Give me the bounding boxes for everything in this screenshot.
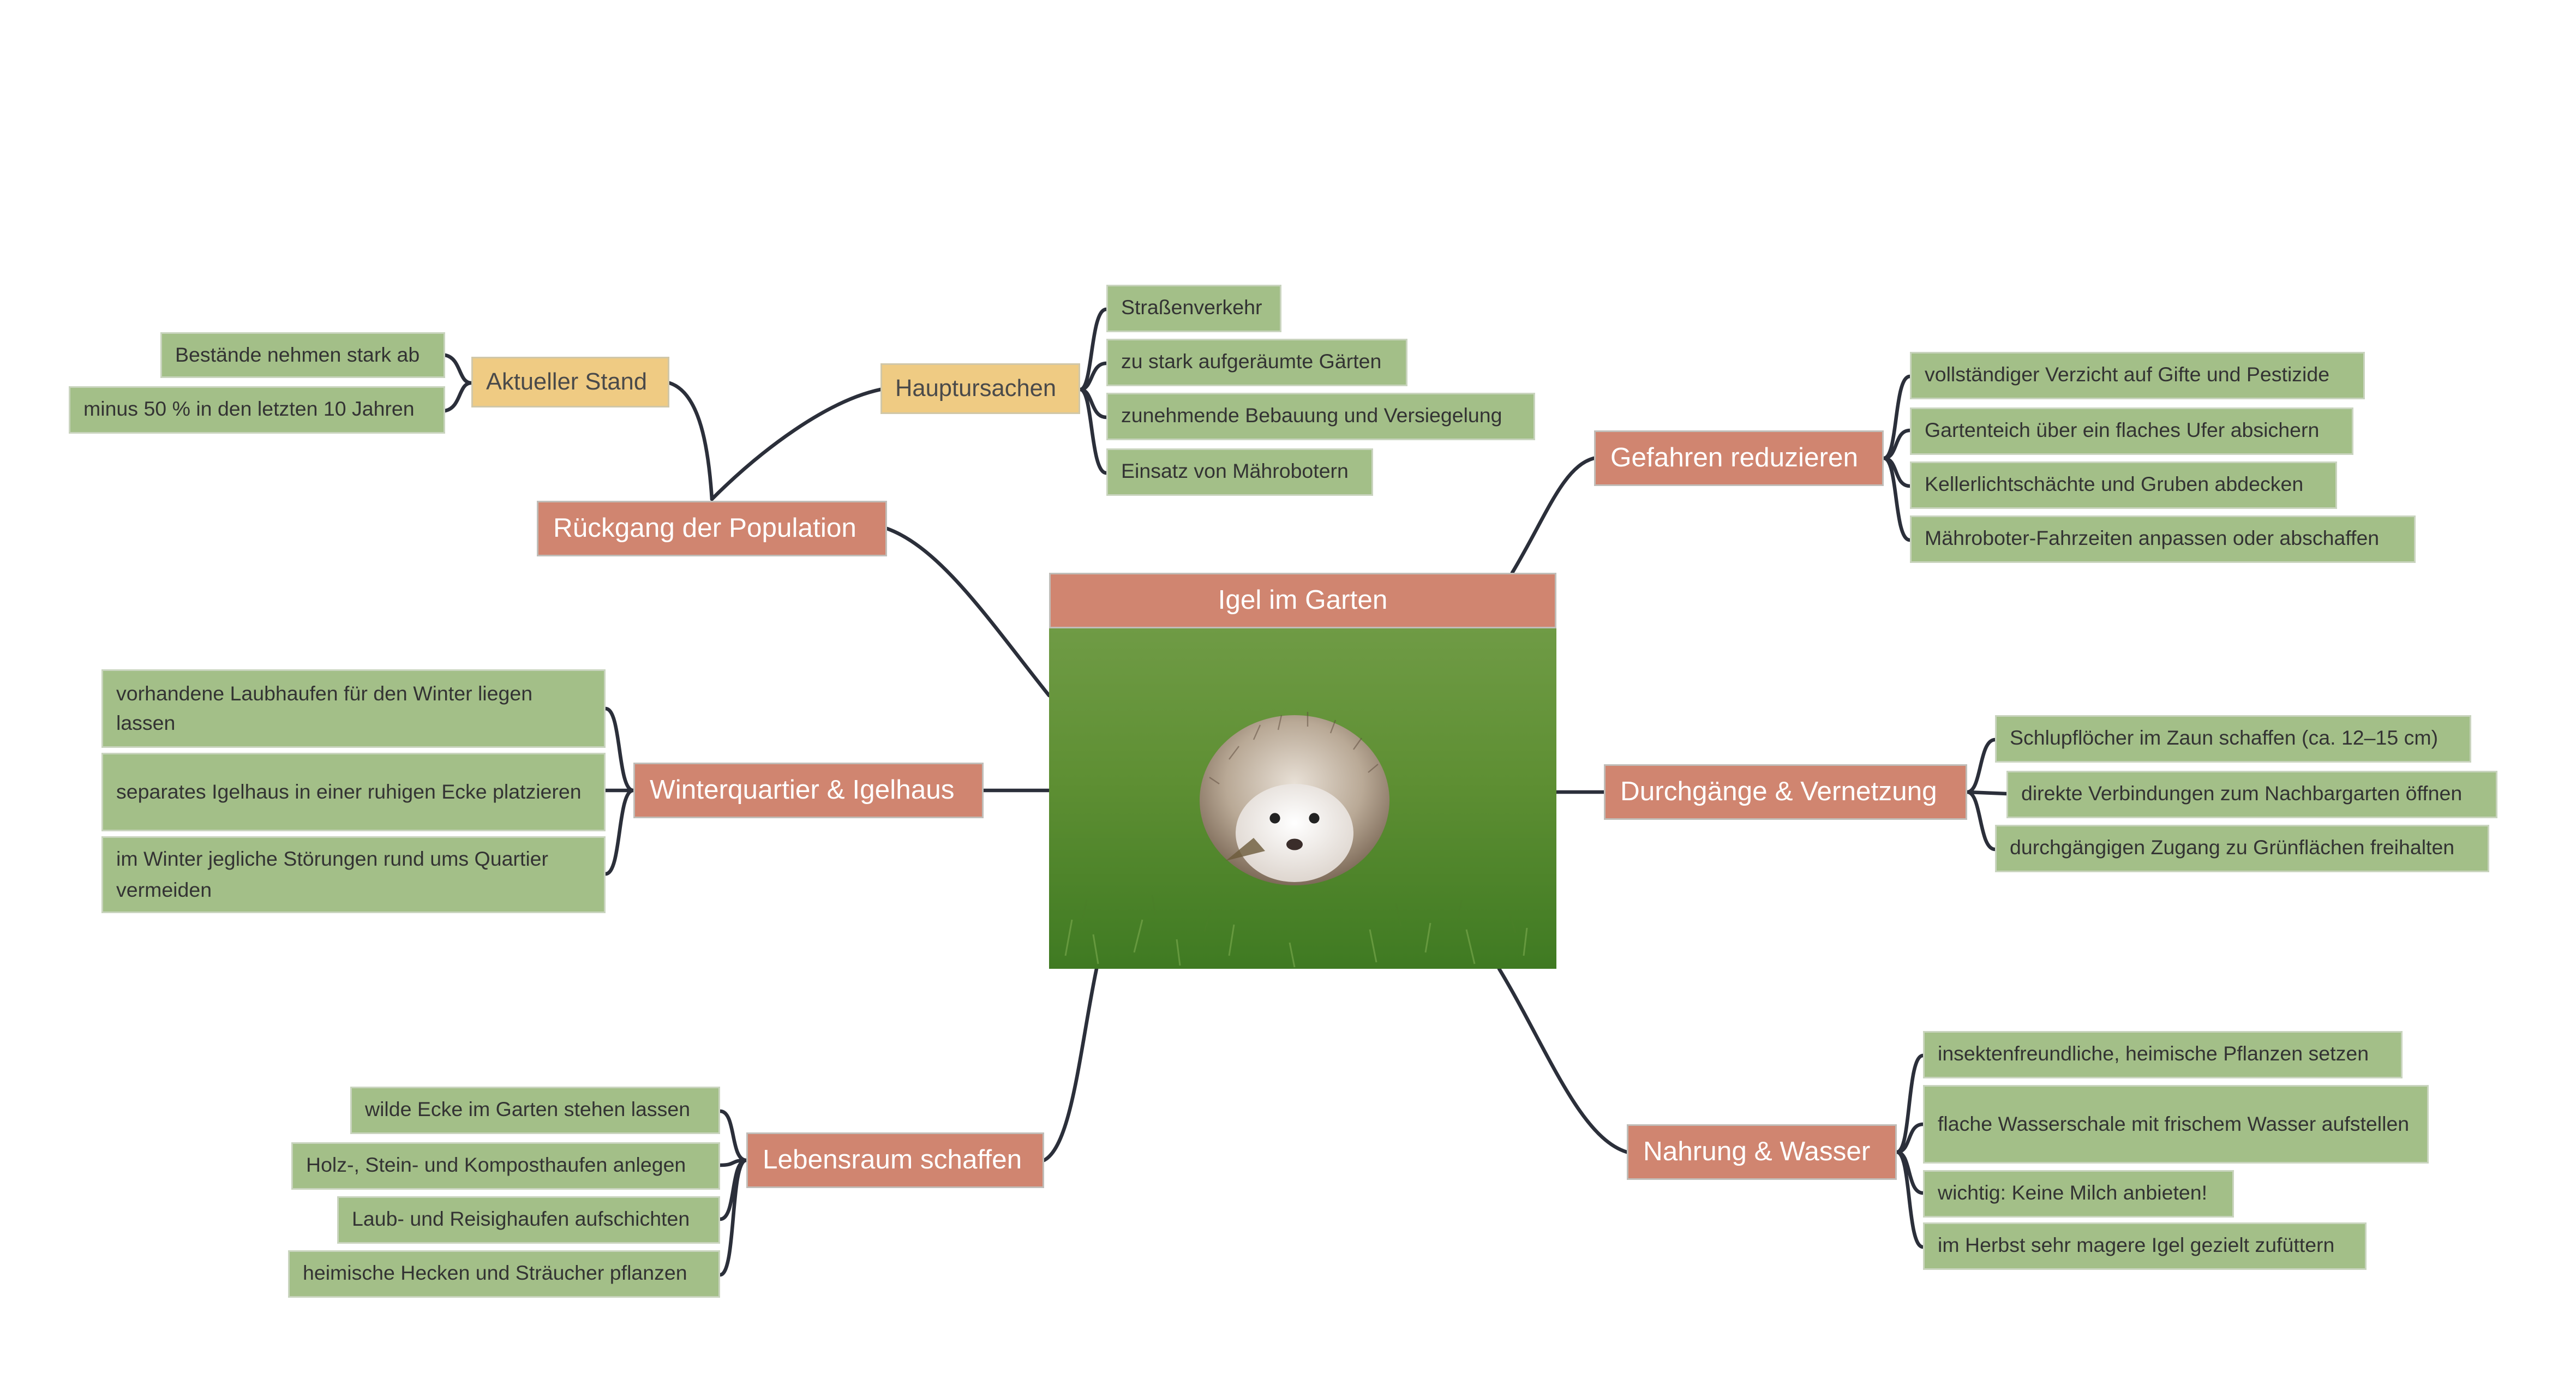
subtopic-aktueller-stand[interactable]: Aktueller Stand — [471, 357, 669, 407]
leaf-keine-milch[interactable]: wichtig: Keine Milch anbieten! — [1923, 1170, 2234, 1218]
leaf-minus-50[interactable]: minus 50 % in den letzten 10 Jahren — [69, 386, 445, 434]
leaf-bestaende[interactable]: Bestände nehmen stark ab — [160, 332, 445, 378]
link-central-ruckgang — [885, 526, 1051, 698]
brace-durchgaenge — [1965, 738, 2009, 852]
topic-nahrung[interactable]: Nahrung & Wasser — [1627, 1124, 1897, 1180]
subtopic-hauptursachen[interactable]: Hauptursachen — [880, 363, 1080, 414]
leaf-holzhaufen[interactable]: Holz-, Stein- und Komposthaufen anlegen — [291, 1142, 720, 1190]
topic-winterquartier[interactable]: Winterquartier & Igelhaus — [633, 763, 984, 818]
hedgehog-photo-icon — [1049, 628, 1556, 969]
topic-gefahren[interactable]: Gefahren reduzieren — [1594, 430, 1884, 486]
leaf-igelhaus[interactable]: separates Igelhaus in einer ruhigen Ecke… — [101, 753, 606, 831]
leaf-maehroboter-zeiten[interactable]: Mähroboter-Fahrzeiten anpassen oder absc… — [1910, 515, 2416, 563]
leaf-pflanzen[interactable]: insektenfreundliche, heimische Pflanzen … — [1923, 1031, 2403, 1078]
brace-aktuell — [443, 353, 474, 413]
link-central-gefahren — [1510, 456, 1596, 575]
leaf-laubhaufen-reisig[interactable]: Laub- und Reisighaufen aufschichten — [337, 1196, 720, 1244]
leaf-aufgeraeumte-gaerten[interactable]: zu stark aufgeräumte Gärten — [1106, 339, 1407, 386]
leaf-kellerlichtschaechte[interactable]: Kellerlichtschächte und Gruben abdecken — [1910, 461, 2337, 509]
link-central-lebensraum — [1042, 967, 1099, 1162]
leaf-gifte[interactable]: vollständiger Verzicht auf Gifte und Pes… — [1910, 352, 2365, 399]
leaf-wilde-ecke[interactable]: wilde Ecke im Garten stehen lassen — [350, 1087, 720, 1134]
leaf-gruenflaechen[interactable]: durchgängigen Zugang zu Grünflächen frei… — [1995, 825, 2489, 872]
leaf-gartenteich[interactable]: Gartenteich über ein flaches Ufer absich… — [1910, 407, 2353, 455]
topic-lebensraum[interactable]: Lebensraum schaffen — [746, 1132, 1044, 1188]
topic-ruckgang[interactable]: Rückgang der Population — [537, 501, 887, 556]
leaf-schlupfloecher[interactable]: Schlupflöcher im Zaun schaffen (ca. 12–1… — [1995, 715, 2471, 763]
link-central-nahrung — [1497, 967, 1629, 1154]
brace-nahrung — [1895, 1053, 1925, 1249]
leaf-stoerungen[interactable]: im Winter jegliche Störungen rund ums Qu… — [101, 836, 606, 913]
brace-lebensraum — [718, 1109, 748, 1277]
leaf-nachbargarten[interactable]: direkte Verbindungen zum Nachbargarten ö… — [2006, 771, 2497, 818]
leaf-wasserschale[interactable]: flache Wasserschale mit frischem Wasser … — [1923, 1085, 2429, 1164]
brace-ursachen — [1078, 307, 1109, 475]
brace-winter — [603, 706, 636, 876]
link-ruckgang-ursachen — [710, 387, 883, 501]
link-ruckgang-aktuell — [667, 381, 714, 501]
leaf-strassenverkehr[interactable]: Straßenverkehr — [1106, 285, 1281, 332]
topic-durchgaenge[interactable]: Durchgänge & Vernetzung — [1604, 764, 1967, 820]
leaf-maehroboter[interactable]: Einsatz von Mährobotern — [1106, 448, 1373, 496]
leaf-hecken[interactable]: heimische Hecken und Sträucher pflanzen — [288, 1250, 720, 1298]
leaf-bebauung[interactable]: zunehmende Bebauung und Versiegelung — [1106, 393, 1535, 440]
leaf-zufuettern[interactable]: im Herbst sehr magere Igel gezielt zufüt… — [1923, 1222, 2367, 1270]
leaf-laubhaufen[interactable]: vorhandene Laubhaufen für den Winter lie… — [101, 669, 606, 748]
brace-gefahren — [1882, 374, 1912, 542]
central-topic-title[interactable]: Igel im Garten — [1049, 573, 1556, 628]
